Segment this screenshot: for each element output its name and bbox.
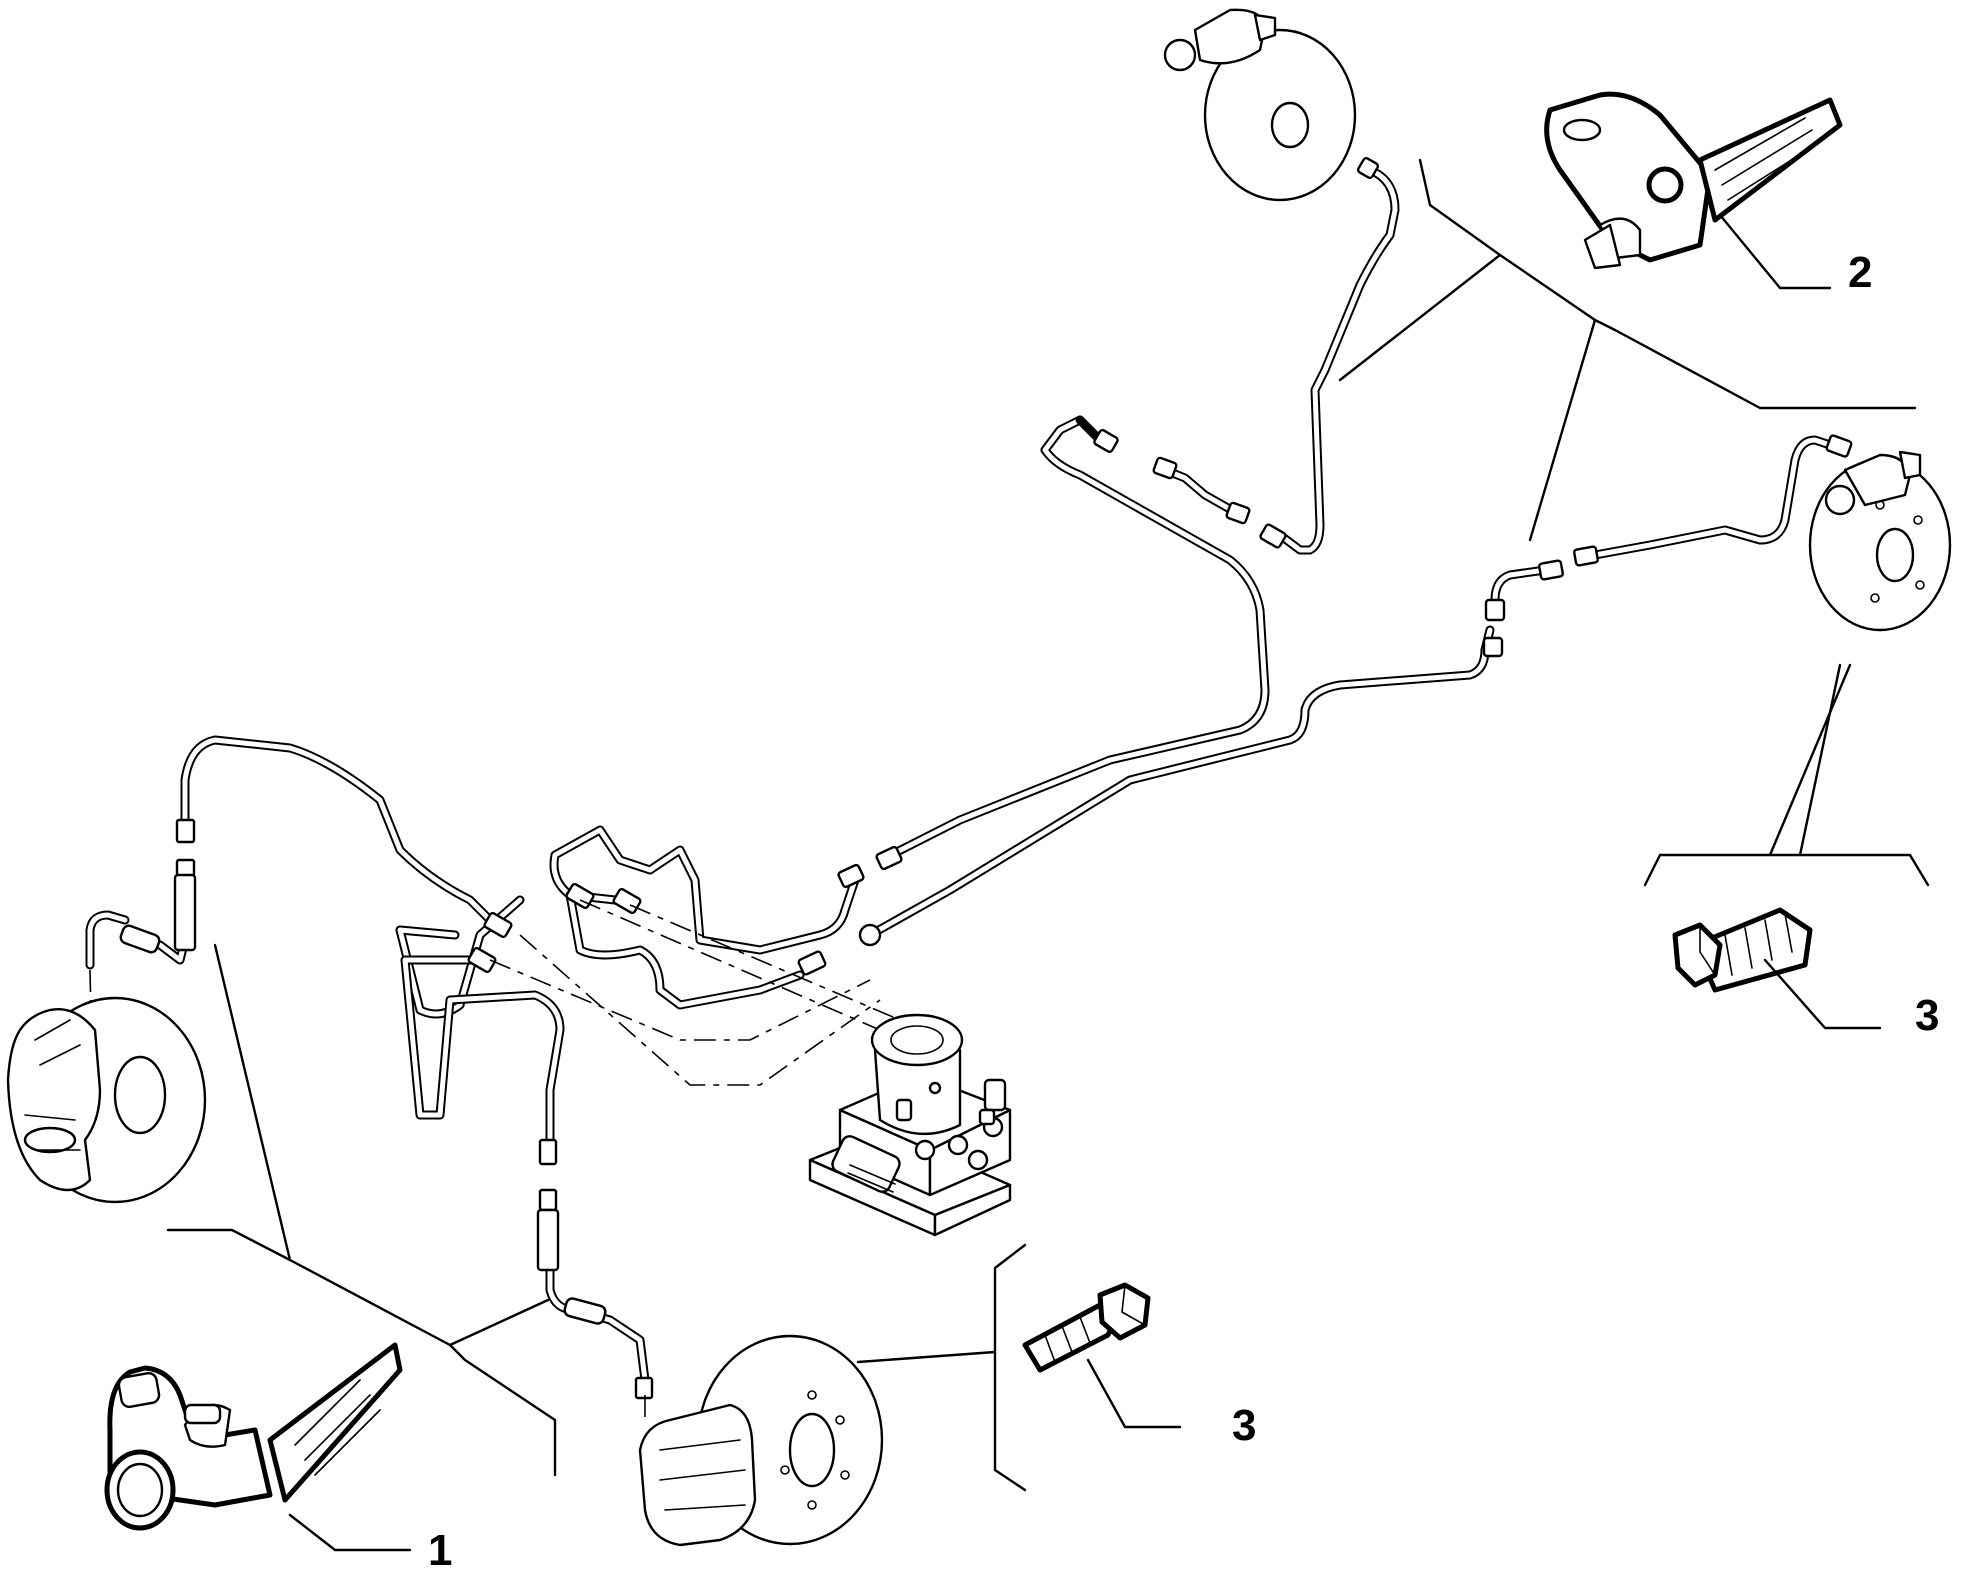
front-left-brake-disc bbox=[6, 996, 207, 1204]
brake-pipe-network bbox=[85, 165, 1835, 1385]
callout-2-label: 2 bbox=[1848, 248, 1872, 297]
bolt-front-hardware bbox=[1022, 1282, 1151, 1373]
callout-labels: 1 2 3 3 bbox=[428, 248, 1939, 1575]
front-right-brake-disc bbox=[638, 1334, 884, 1547]
abs-hydraulic-unit bbox=[808, 1013, 1012, 1237]
leader-lines bbox=[166, 158, 1930, 1552]
rear-right-brake-drum bbox=[1808, 450, 1952, 632]
pipe-fittings bbox=[119, 156, 1853, 1400]
wheel-speed-sensor-rear bbox=[1544, 91, 1843, 270]
callout-1-label: 1 bbox=[428, 1526, 452, 1575]
callout-3-front-label: 3 bbox=[1232, 1401, 1256, 1450]
wheel-speed-sensor-front bbox=[104, 1342, 403, 1531]
rear-left-brake-drum bbox=[1163, 8, 1357, 202]
callout-3-rear-label: 3 bbox=[1915, 991, 1939, 1040]
bolt-rear-hardware bbox=[1672, 907, 1813, 993]
